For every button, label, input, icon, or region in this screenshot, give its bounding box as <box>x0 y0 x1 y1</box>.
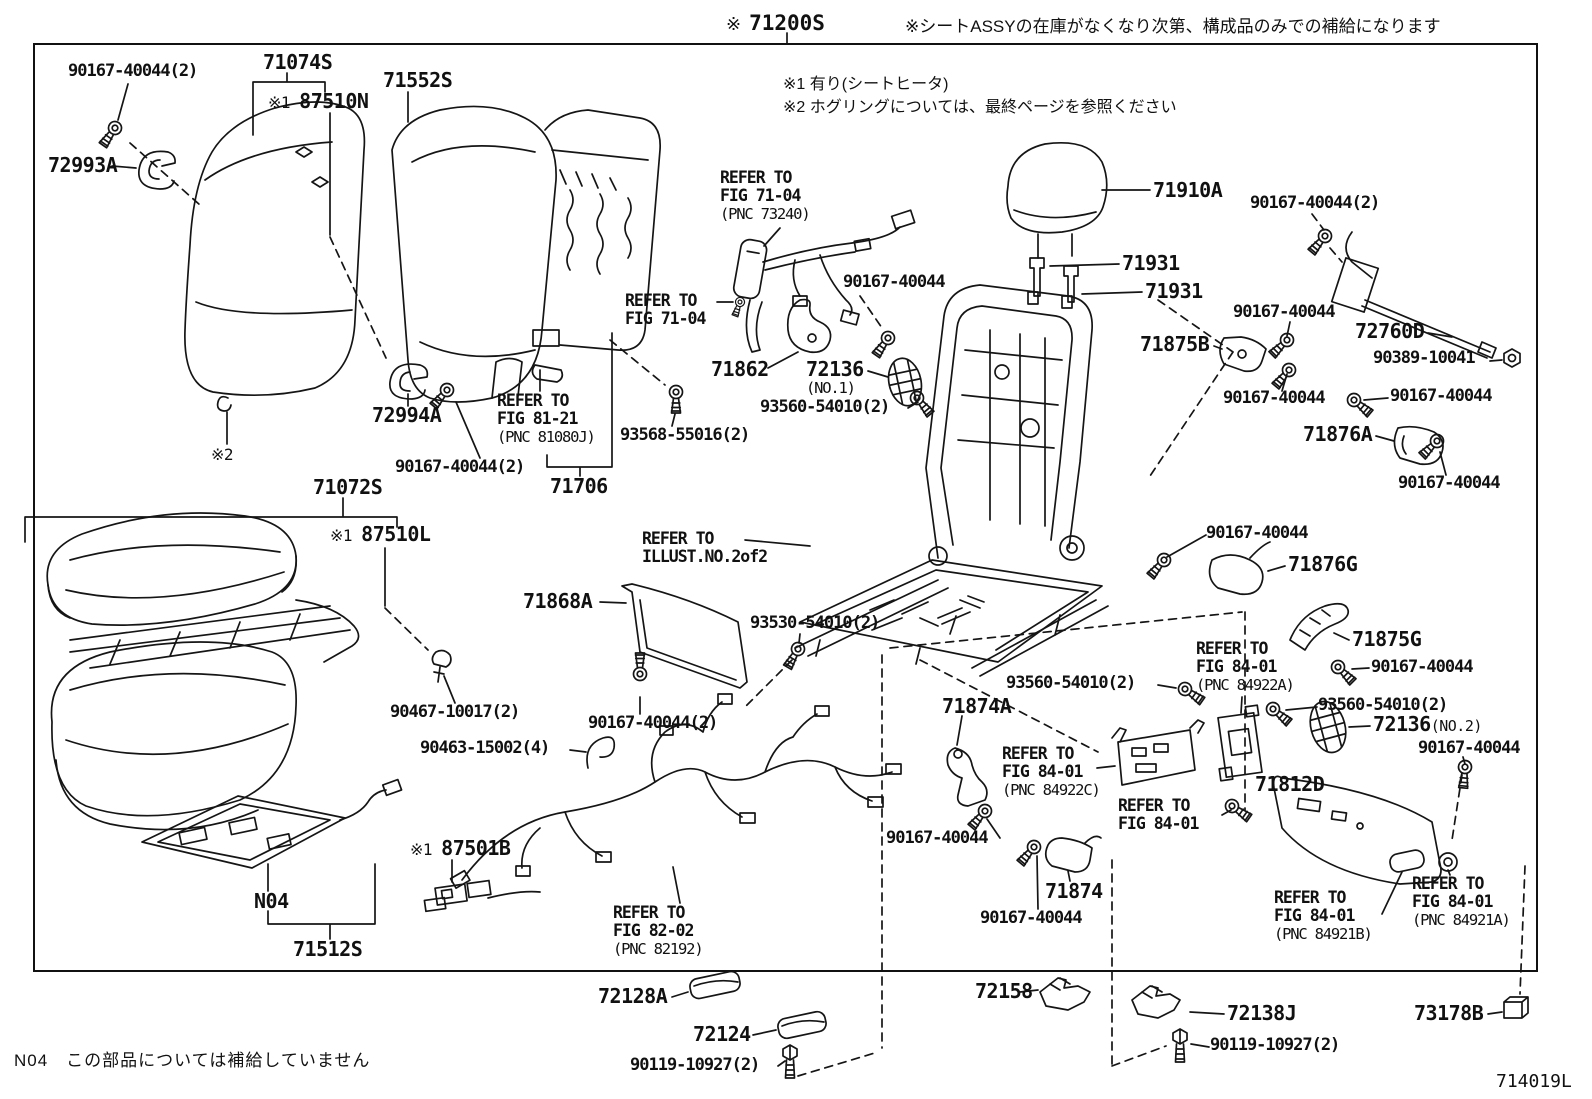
part-label-72128A: 72128A <box>598 984 668 1008</box>
dashed-lines <box>129 142 1526 1077</box>
part-label-9016740044: 90167-40044 <box>1398 473 1501 493</box>
part-label-93560540102: 93560-54010(2) <box>1318 695 1448 715</box>
leader-lines <box>24 72 1503 1067</box>
part-label-93560540102: 93560-54010(2) <box>760 397 890 417</box>
part-label-9016740044: 90167-40044 <box>843 272 946 292</box>
part-label-87510N: ※1 87510N <box>268 89 369 113</box>
seat-back-covers-drawing <box>184 101 661 403</box>
part-label-90167400442: 90167-40044(2) <box>588 713 718 733</box>
part-label-72158: 72158 <box>975 979 1033 1003</box>
part-label-71512S: 71512S <box>293 937 363 961</box>
buckle-wiring-drawing <box>732 209 923 407</box>
part-label-N04: N04 <box>254 889 289 913</box>
part-label-71876G: 71876G <box>1288 552 1358 576</box>
part-label-9016740044: 90167-40044 <box>1233 302 1336 322</box>
part-label-90119109272: 90119-10927(2) <box>630 1055 760 1075</box>
part-label-71910A: 71910A <box>1153 178 1223 202</box>
part-label-9016740044: 90167-40044 <box>1223 388 1326 408</box>
part-label-9016740044: 90167-40044 <box>1371 657 1474 677</box>
footnote-1: ※1 有り(シートヒータ) <box>783 76 949 93</box>
part-label-9016740044: 90167-40044 <box>1390 386 1493 406</box>
n04-note: N04 この部品については補給していません <box>14 1051 371 1070</box>
part-label-90167400442: 90167-40044(2) <box>68 61 198 81</box>
part-label-90463150024: 90463-15002(4) <box>420 738 550 758</box>
part-label-71876A: 71876A <box>1303 422 1373 446</box>
part-label-71074S: 71074S <box>263 50 333 74</box>
seat-frame-drawing <box>794 284 1109 677</box>
reference-mark: ※ <box>726 14 742 35</box>
part-label-71931: 71931 <box>1145 279 1203 303</box>
part-label-71706: 71706 <box>550 474 608 498</box>
refer-note: 72136(NO.1) <box>806 357 864 397</box>
stock-note: ※シートASSYの在庫がなくなり次第、構成品のみでの補給になります <box>905 17 1441 36</box>
part-label-72993A: 72993A <box>48 153 118 177</box>
part-label-93530540102: 93530-54010(2) <box>750 613 880 633</box>
part-label-9016740044: 90167-40044 <box>1206 523 1309 543</box>
part-label-71812D: 71812D <box>1255 772 1325 796</box>
footnote-2: ※2 ホグリングについては、最終ページを参照ください <box>783 99 1177 116</box>
clips-drawing <box>138 150 616 769</box>
part-label-71072S: 71072S <box>313 475 383 499</box>
part-label-71874A: 71874A <box>942 694 1012 718</box>
part-label-87510L: ※1 87510L <box>330 522 431 546</box>
part-label-72760D: 72760D <box>1355 319 1425 343</box>
part-label-9016740044: 90167-40044 <box>1418 738 1521 758</box>
trim-strip-drawing <box>621 583 748 689</box>
figure-code: 714019L <box>1496 1071 1572 1092</box>
part-label-71874: 71874 <box>1045 879 1103 903</box>
part-label-9038910041: 90389-10041 <box>1373 348 1476 368</box>
part-label-9016740044: 90167-40044 <box>980 908 1083 928</box>
diagram-border <box>33 43 1538 972</box>
part-label-72136: 72136(NO.2) <box>1373 712 1482 736</box>
part-label-72124: 72124 <box>693 1022 751 1046</box>
part-label-71862: 71862 <box>711 357 769 381</box>
part-label-71931: 71931 <box>1122 251 1180 275</box>
part-label-87501B: ※1 87501B <box>410 836 511 860</box>
wire-harness-drawing <box>423 693 902 913</box>
part-label-93568550162: 93568-55016(2) <box>620 425 750 445</box>
bottom-parts-drawing <box>689 970 1529 1040</box>
part-label-90167400442: 90167-40044(2) <box>1250 193 1380 213</box>
part-label-72138J: 72138J <box>1227 1001 1297 1025</box>
part-label-90167400442: 90167-40044(2) <box>395 457 525 477</box>
right-side-parts-drawing <box>946 231 1521 885</box>
seat-cushions-drawing <box>46 512 403 869</box>
part-label-90119109272: 90119-10927(2) <box>1210 1035 1340 1055</box>
part-label-90467100172: 90467-10017(2) <box>390 702 520 722</box>
part-label-71875B: 71875B <box>1140 332 1210 356</box>
part-label-93560540102: 93560-54010(2) <box>1006 673 1136 693</box>
part-label-72994A: 72994A <box>372 403 442 427</box>
headrest-drawing <box>1006 141 1108 303</box>
part-label-71875G: 71875G <box>1352 627 1422 651</box>
part-label-73178B: 73178B <box>1414 1001 1484 1025</box>
page-part-code: ※ 71200S <box>726 11 825 35</box>
part-label-9016740044: 90167-40044 <box>886 828 989 848</box>
main-part-number: 71200S <box>749 11 825 35</box>
part-label-71552S: 71552S <box>383 68 453 92</box>
part-label-71868A: 71868A <box>523 589 593 613</box>
part-label-2: ※2 <box>211 445 234 464</box>
